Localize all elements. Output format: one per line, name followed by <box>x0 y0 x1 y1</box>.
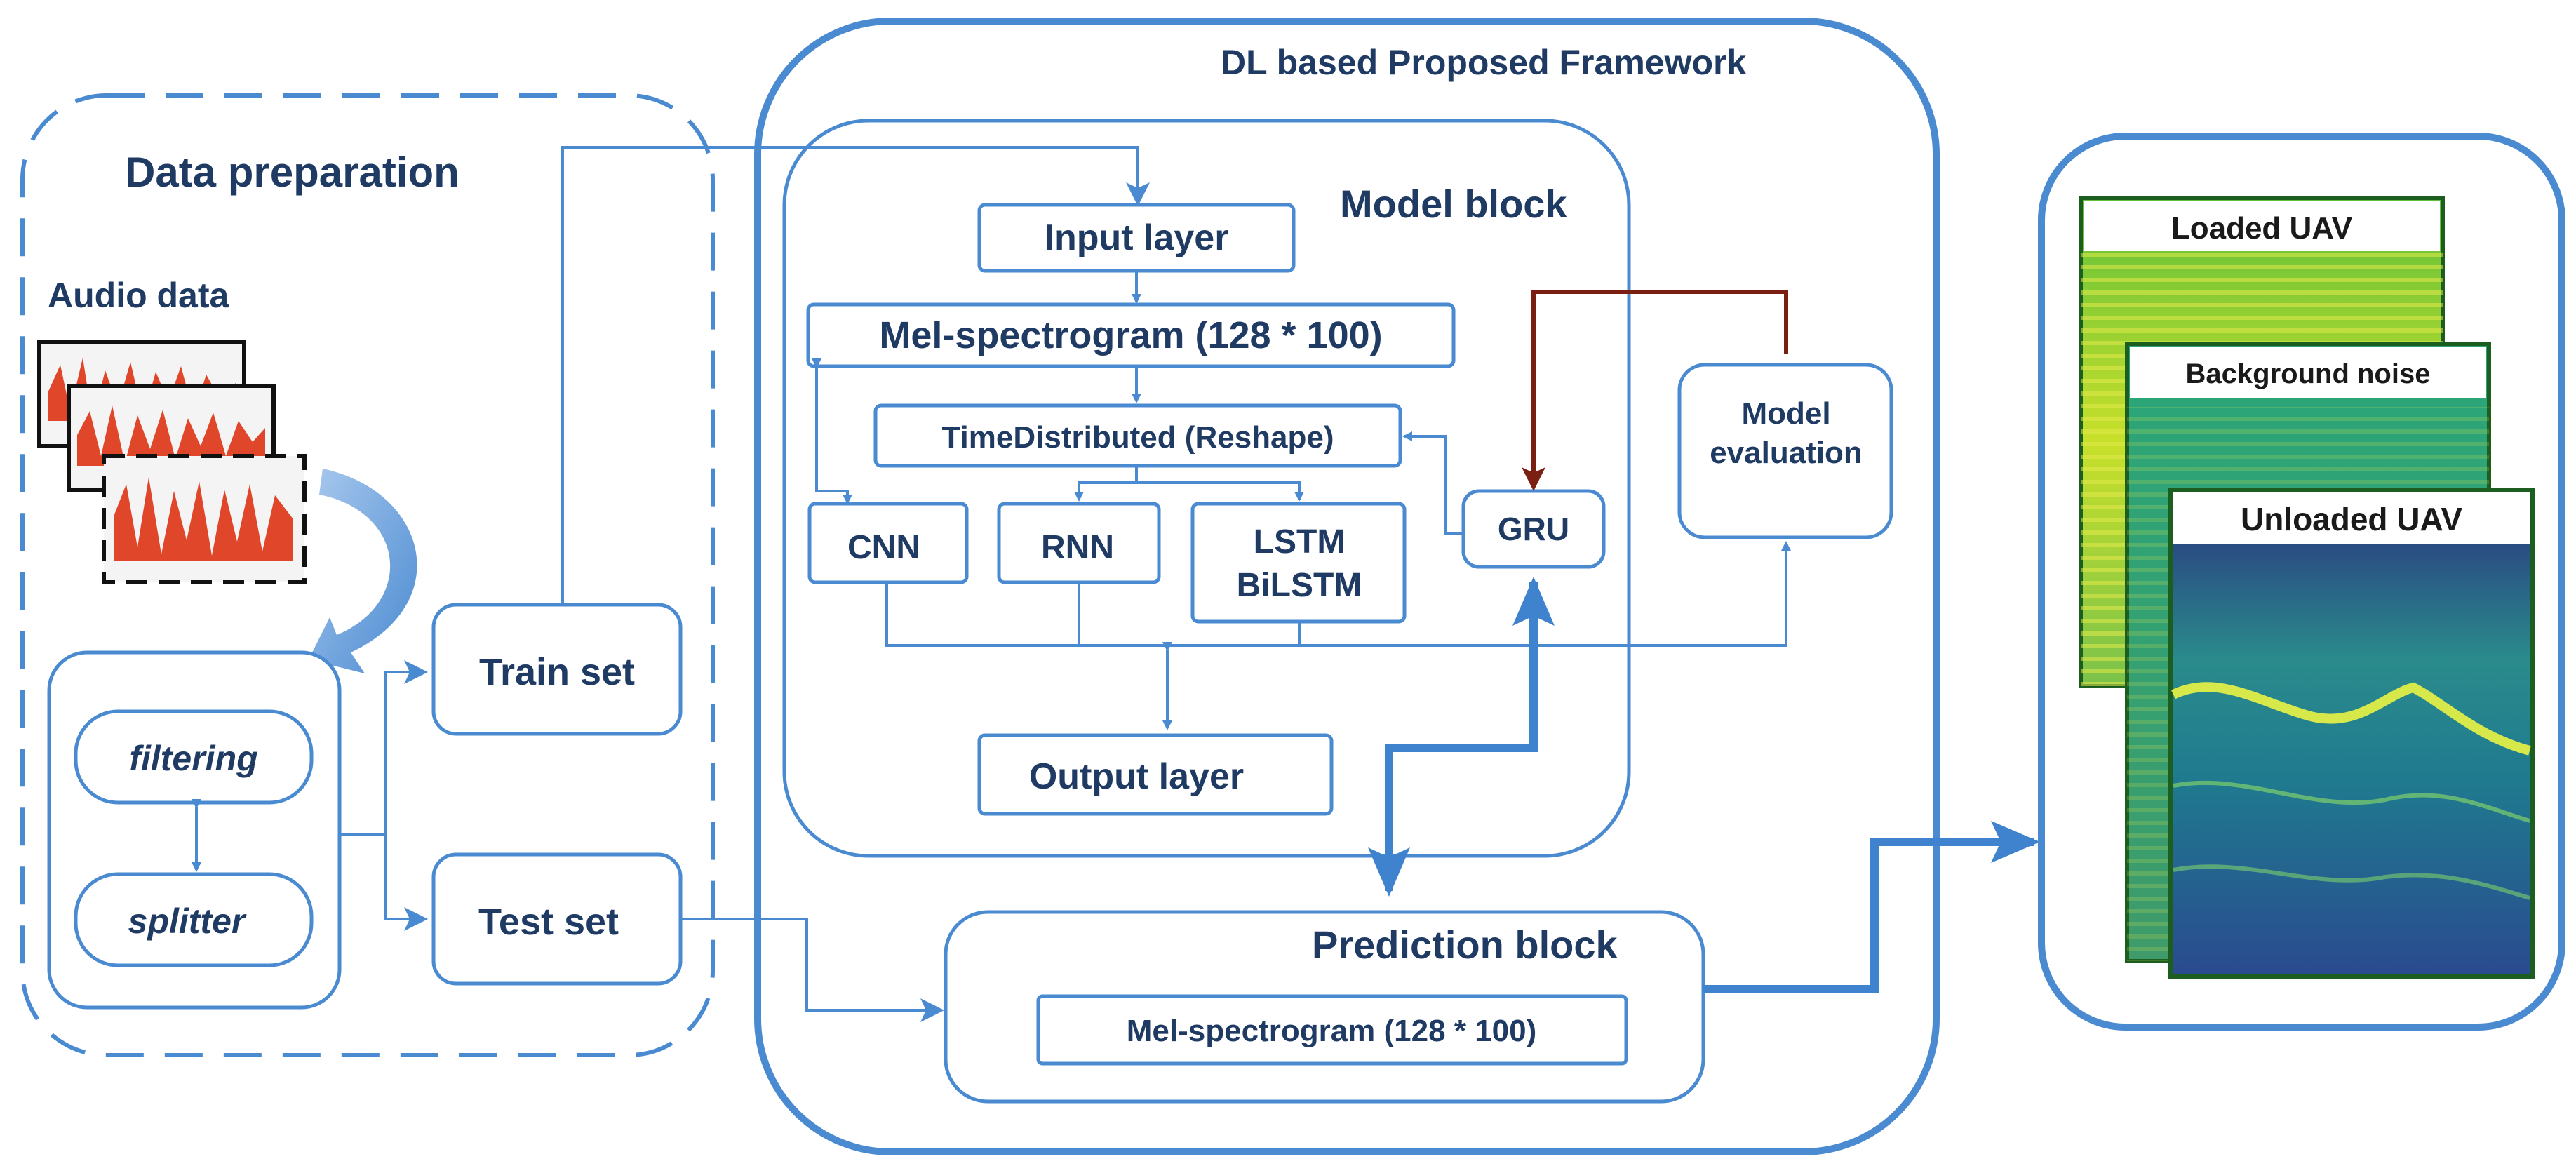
test-set-label: Test set <box>478 901 619 943</box>
train-to-input-arrow <box>561 146 1150 605</box>
output-panel: Loaded UAV Background noise Unloaded UAV <box>2038 133 2565 1031</box>
cnn-label: CNN <box>847 529 920 566</box>
unloaded-uav-spectrogram: Unloaded UAV <box>2168 488 2535 979</box>
model-evaluation-box <box>1677 363 1893 539</box>
rnn-label: RNN <box>1041 529 1114 566</box>
prediction-block-title: Prediction block <box>1312 923 1618 967</box>
framework-panel: DL based Proposed Framework Model block … <box>754 18 1940 1155</box>
prediction-mel-label: Mel-spectrogram (128 * 100) <box>1127 1014 1536 1048</box>
output-layer-label: Output layer <box>1029 756 1244 797</box>
mel-spectrogram-label: Mel-spectrogram (128 * 100) <box>879 314 1382 356</box>
gru-label: GRU <box>1498 511 1569 547</box>
lstm-label: LSTM <box>1254 523 1346 561</box>
time-distributed-label: TimeDistributed (Reshape) <box>941 420 1334 455</box>
model-evaluation-line2: evaluation <box>1710 436 1863 470</box>
splitter-label: splitter <box>128 901 247 941</box>
curved-arrow-icon <box>309 469 417 673</box>
gru-prediction-connector <box>1368 577 1555 897</box>
data-preparation-panel: Data preparation Audio data filtering sp… <box>20 93 715 1057</box>
bilstm-label: BiLSTM <box>1237 567 1362 604</box>
evaluation-bus <box>885 541 1791 647</box>
model-evaluation-line1: Model <box>1741 396 1830 431</box>
prediction-output-arrow <box>1703 821 2040 993</box>
feedback-loop-arrow <box>1522 290 1788 491</box>
prediction-mel-box <box>1036 994 1628 1066</box>
test-to-prediction-arrow <box>680 918 944 1022</box>
to-test-arrow <box>384 835 428 931</box>
gru-box <box>1461 489 1606 569</box>
mel-spectrogram-box <box>806 302 1456 368</box>
data-preparation-title: Data preparation <box>125 149 459 196</box>
audio-data-label: Audio data <box>48 276 230 315</box>
model-block-title: Model block <box>1340 182 1567 226</box>
train-set-box <box>431 603 683 736</box>
loaded-uav-label: Loaded UAV <box>2171 211 2353 246</box>
filtering-label: filtering <box>129 739 257 778</box>
input-layer-label: Input layer <box>1045 217 1229 258</box>
to-train-arrow <box>340 660 428 836</box>
audio-waveform-stack <box>37 340 307 584</box>
splitter-step <box>74 872 314 967</box>
unloaded-uav-label: Unloaded UAV <box>2241 501 2462 537</box>
train-set-label: Train set <box>479 651 635 693</box>
output-layer-box <box>977 733 1334 816</box>
background-noise-label: Background noise <box>2186 358 2431 389</box>
framework-title: DL based Proposed Framework <box>1221 43 1746 82</box>
